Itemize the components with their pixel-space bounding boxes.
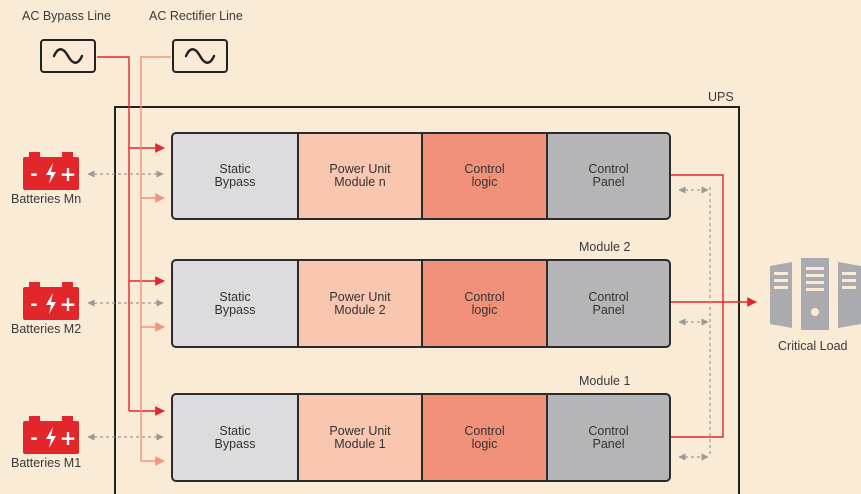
- output-lines: [671, 174, 757, 438]
- control-panel-cell: Control Panel: [546, 259, 671, 348]
- control-panel-cell: Control Panel: [546, 132, 671, 220]
- battery-icon: - +: [23, 152, 79, 190]
- ac-rectifier-source: [172, 39, 228, 73]
- bypass-feed-lines: [97, 56, 165, 416]
- power-unit-cell: Power Unit Module n: [297, 132, 421, 220]
- power-unit-cell: Power Unit Module 2: [297, 259, 421, 348]
- panel-comm-links: [678, 186, 711, 461]
- battery-plus: +: [60, 426, 77, 450]
- critical-load-label: Critical Load: [778, 339, 848, 353]
- control-panel-cell: Control Panel: [546, 393, 671, 482]
- batteries-m1-label: Batteries M1: [11, 456, 82, 470]
- ac-sine-wave-icon: [184, 48, 216, 64]
- static-bypass-cell: Static Bypass: [171, 393, 297, 482]
- battery-icon: - +: [23, 416, 79, 454]
- battery-minus: -: [30, 164, 37, 185]
- control-logic-cell: Control logic: [421, 132, 546, 220]
- ac-bypass-line-label: AC Bypass Line: [22, 9, 111, 23]
- module-2-label: Module 2: [579, 240, 631, 254]
- power-unit-cell: Power Unit Module 1: [297, 393, 421, 482]
- batteries-m2-label: Batteries M2: [11, 322, 82, 336]
- batteries-mn-label: Batteries Mn: [11, 192, 82, 206]
- battery-minus: -: [30, 428, 37, 449]
- ac-sine-wave-icon: [52, 48, 84, 64]
- ac-bypass-source: [40, 39, 96, 73]
- module-1-label: Module 1: [579, 374, 631, 388]
- battery-plus: +: [60, 162, 77, 186]
- battery-links: [87, 170, 164, 441]
- rectifier-feed-lines: [140, 56, 171, 466]
- battery-icon: - +: [23, 282, 79, 320]
- control-logic-cell: Control logic: [421, 393, 546, 482]
- static-bypass-cell: Static Bypass: [171, 132, 297, 220]
- ups-label: UPS: [708, 90, 734, 104]
- static-bypass-cell: Static Bypass: [171, 259, 297, 348]
- battery-minus: -: [30, 294, 37, 315]
- control-logic-cell: Control logic: [421, 259, 546, 348]
- ac-rectifier-line-label: AC Rectifier Line: [149, 9, 243, 23]
- server-rack-icon: [770, 258, 861, 330]
- battery-plus: +: [60, 292, 77, 316]
